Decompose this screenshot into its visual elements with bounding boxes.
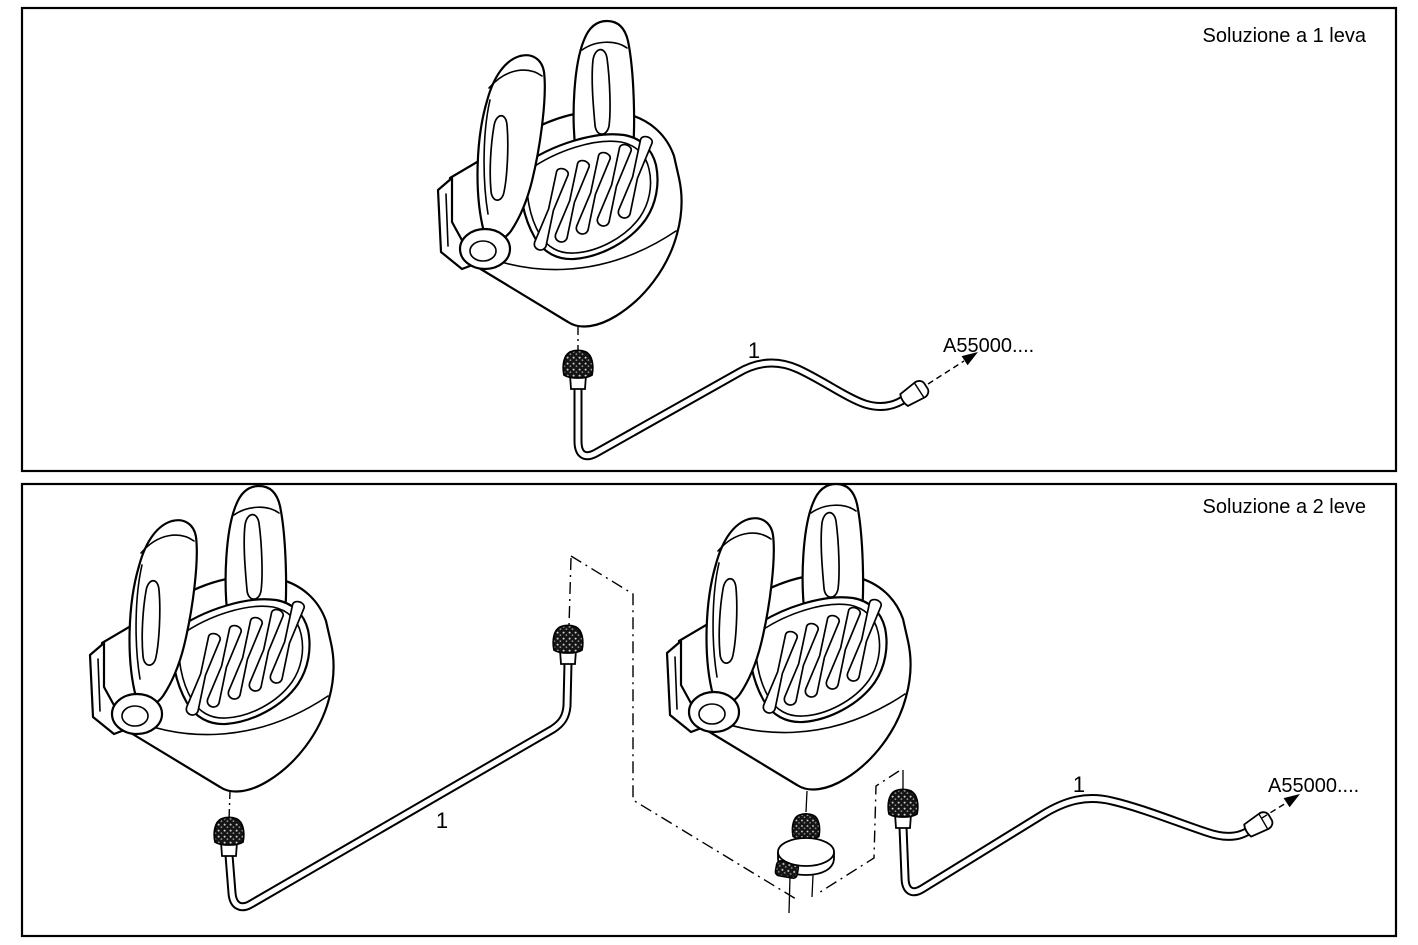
phantom-mounting-panel xyxy=(568,555,900,900)
junction-connector xyxy=(774,790,835,914)
throttle-cable-right xyxy=(887,788,1276,897)
callout-code-single: A55000.... xyxy=(943,335,1034,357)
callout-code-double: A55000.... xyxy=(1268,775,1359,797)
throttle-cable-single xyxy=(562,349,932,461)
part-number-label: 1 xyxy=(748,338,760,363)
callout-arrow-single xyxy=(927,352,978,385)
throttle-cable-left xyxy=(213,624,584,912)
part-number-label-right: 1 xyxy=(1073,772,1085,797)
arrowhead-icon xyxy=(1283,794,1300,808)
callout-arrow-double xyxy=(1261,794,1300,819)
arrowhead-icon xyxy=(961,352,978,366)
part-number-label-left: 1 xyxy=(436,808,448,833)
panel-single-lever-border xyxy=(20,6,1398,473)
panel-single-lever: Soluzione a 1 leva 1 A55000.... xyxy=(20,6,1398,473)
leader-left-lever-to-cable xyxy=(228,790,231,821)
panel-double-lever: Soluzione a 2 leve 1 xyxy=(20,482,1398,938)
panel-single-lever-title: Soluzione a 1 leva xyxy=(1203,25,1367,47)
panel-double-lever-title: Soluzione a 2 leve xyxy=(1203,496,1366,518)
